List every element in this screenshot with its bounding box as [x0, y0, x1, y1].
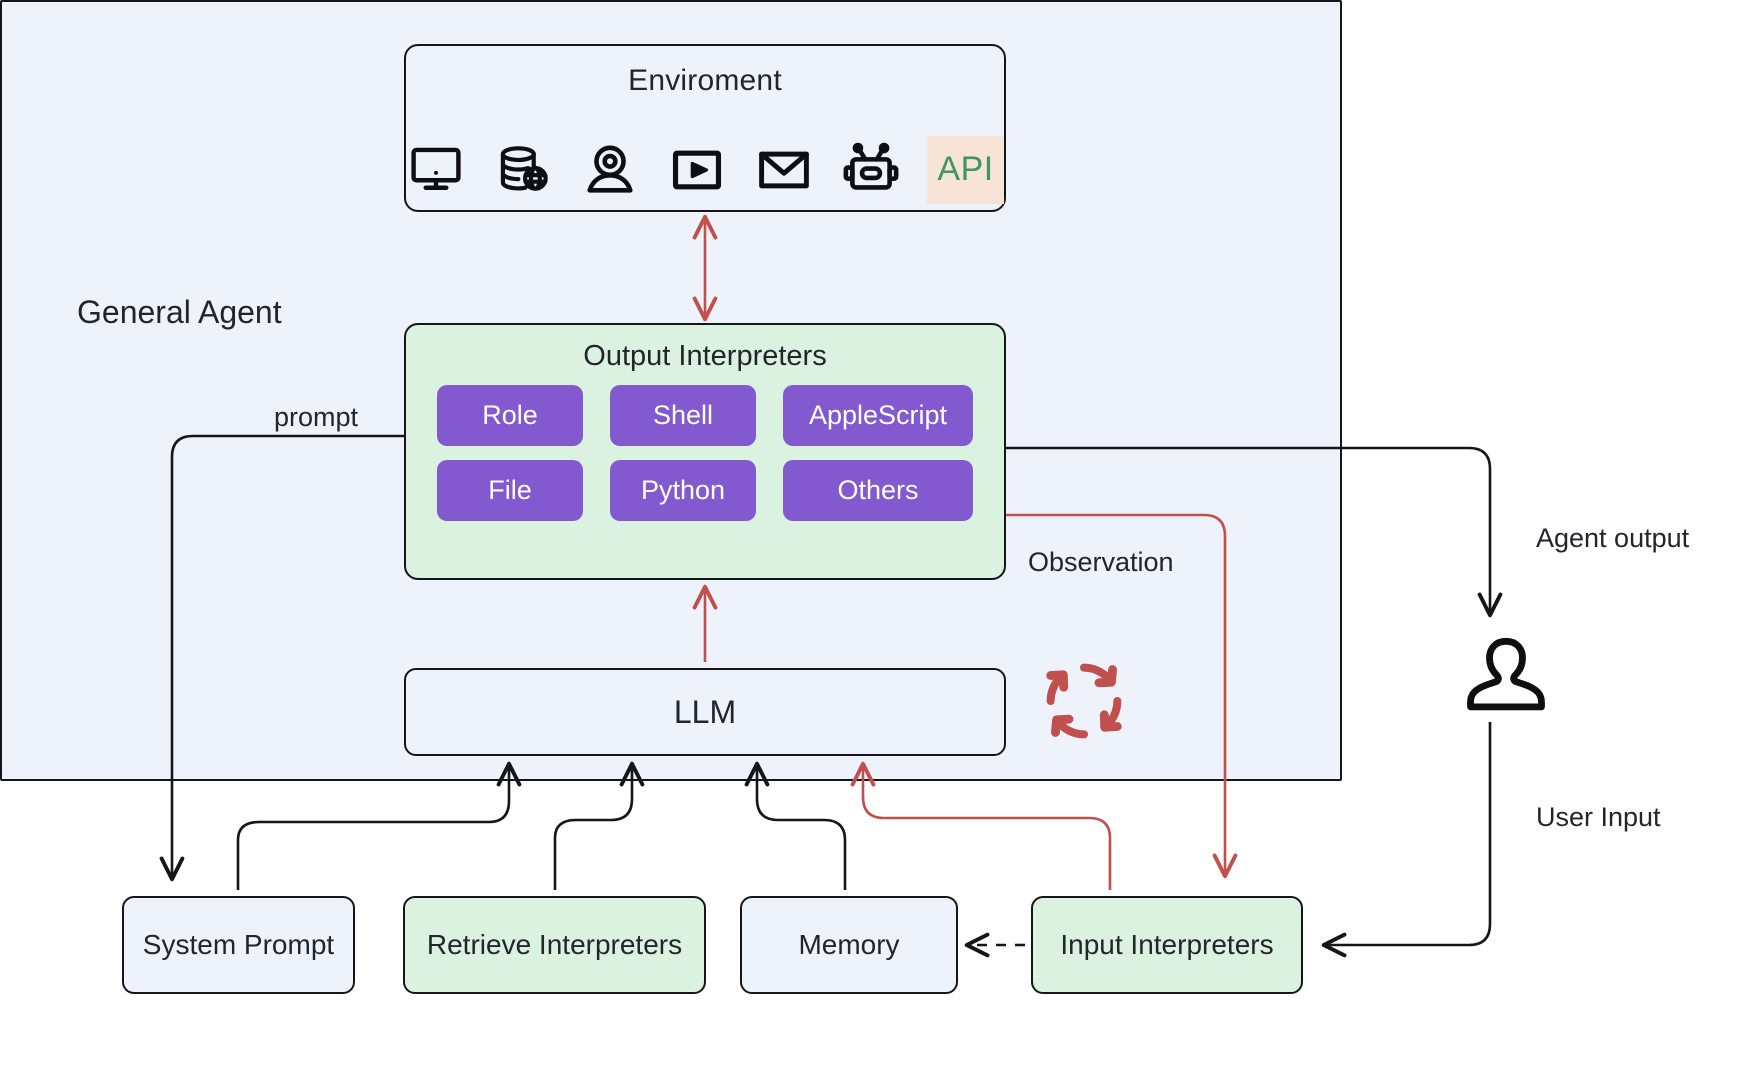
robot-icon — [840, 139, 901, 201]
environment-icon-row: API — [406, 134, 1005, 206]
api-label: API — [927, 136, 1005, 204]
output-interpreters-title: Output Interpreters — [583, 340, 827, 372]
edge-retrieve-interpreters-to-llm — [553, 761, 645, 890]
chip-python[interactable]: Python — [610, 460, 756, 521]
video-play-icon — [667, 139, 728, 201]
edge-label-user-input: User Input — [1536, 802, 1661, 832]
output-interpreters-box: Output Interpreters Role Shell AppleScri… — [404, 323, 1006, 580]
desktop-monitor-icon — [406, 139, 467, 201]
chip-file[interactable]: File — [437, 460, 583, 521]
output-interpreters-chip-grid: Role Shell AppleScript File Python Other… — [437, 385, 973, 521]
environment-box: Enviroment — [404, 44, 1006, 212]
chip-applescript[interactable]: AppleScript — [783, 385, 973, 446]
edge-memory-to-llm — [744, 761, 847, 890]
edge-input-interpreters-to-llm — [850, 761, 1112, 890]
general-agent-title: General Agent — [77, 294, 282, 330]
system-prompt-box: System Prompt — [122, 896, 355, 994]
input-interpreters-box: Input Interpreters — [1031, 896, 1303, 994]
edge-label-observation: Observation — [1028, 547, 1174, 577]
edge-label-prompt: prompt — [274, 402, 359, 432]
edge-system-prompt-to-llm — [236, 761, 522, 890]
llm-box: LLM — [404, 668, 1006, 756]
circular-loop-arrows-icon — [1038, 655, 1130, 747]
edge-user-input-to-input-interpreters — [1321, 722, 1492, 958]
edge-label-agent-output: Agent output — [1536, 523, 1690, 553]
chip-others[interactable]: Others — [783, 460, 973, 521]
chip-shell[interactable]: Shell — [610, 385, 756, 446]
webcam-icon — [580, 139, 641, 201]
user-person-icon — [1463, 632, 1549, 718]
database-globe-icon — [493, 139, 554, 201]
retrieve-interpreters-box: Retrieve Interpreters — [403, 896, 706, 994]
environment-title: Enviroment — [628, 64, 782, 97]
memory-box: Memory — [740, 896, 958, 994]
email-envelope-icon — [753, 139, 814, 201]
chip-role[interactable]: Role — [437, 385, 583, 446]
